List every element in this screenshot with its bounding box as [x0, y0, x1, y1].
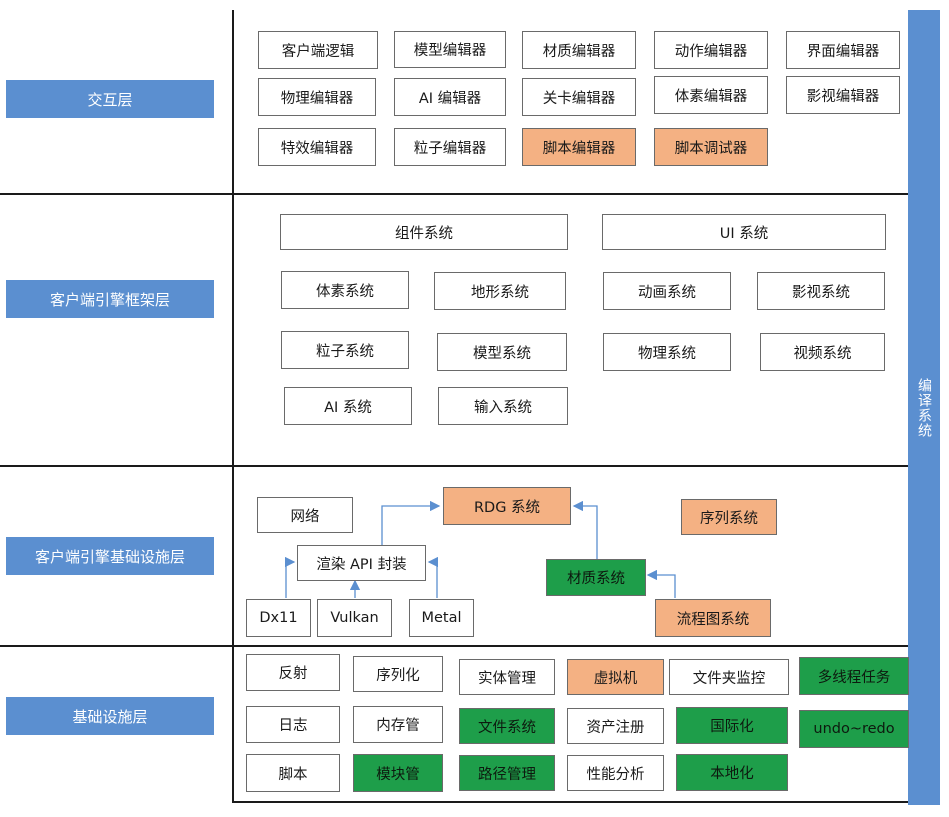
layer-label-infrastructure: 客户端引擎基础设施层 — [6, 537, 214, 575]
box-vfx-editor: 特效编辑器 — [258, 128, 376, 166]
box-film-system: 影视系统 — [757, 272, 885, 310]
box-particle-system: 粒子系统 — [281, 331, 409, 369]
box-model-system: 模型系统 — [437, 333, 567, 371]
box-virtual-machine: 虚拟机 — [567, 659, 664, 695]
box-localization: 本地化 — [676, 754, 788, 791]
box-performance-analysis: 性能分析 — [567, 755, 664, 791]
box-model-editor: 模型编辑器 — [394, 31, 506, 68]
box-vulkan: Vulkan — [317, 599, 392, 637]
arrow-render-to-rdg — [381, 500, 441, 545]
box-film-editor: 影视编辑器 — [786, 76, 900, 114]
box-internationalization: 国际化 — [676, 707, 788, 744]
box-physics-editor: 物理编辑器 — [258, 78, 376, 116]
box-input-system: 输入系统 — [438, 387, 568, 425]
arrow-material-to-rdg — [572, 500, 598, 560]
box-reflection: 反射 — [246, 654, 340, 691]
box-memory-management: 内存管 — [353, 706, 443, 743]
box-script: 脚本 — [246, 754, 340, 792]
box-logging: 日志 — [246, 706, 340, 743]
content-left-border — [232, 10, 234, 802]
layer-label-base: 基础设施层 — [6, 697, 214, 735]
box-client-logic: 客户端逻辑 — [258, 31, 378, 69]
box-asset-registry: 资产注册 — [567, 708, 664, 744]
box-serialization: 序列化 — [353, 656, 443, 692]
box-video-system: 视频系统 — [760, 333, 885, 371]
compile-system-bar: 编译系统 — [908, 10, 940, 805]
box-file-system: 文件系统 — [459, 708, 555, 744]
box-folder-monitor: 文件夹监控 — [669, 659, 789, 695]
box-dx11: Dx11 — [246, 599, 311, 637]
box-physics-system: 物理系统 — [603, 333, 731, 371]
box-metal: Metal — [409, 599, 474, 637]
box-ui-system: UI 系统 — [602, 214, 886, 250]
box-material-editor: 材质编辑器 — [522, 31, 636, 69]
box-voxel-editor: 体素编辑器 — [654, 76, 768, 114]
box-network: 网络 — [257, 497, 353, 533]
box-multithread-task: 多线程任务 — [799, 657, 909, 695]
box-animation-editor: 动作编辑器 — [654, 31, 768, 69]
compile-system-label: 编译系统 — [916, 377, 932, 438]
layer-label-framework: 客户端引擎框架层 — [6, 280, 214, 318]
layer-divider — [0, 645, 908, 647]
box-script-debugger: 脚本调试器 — [654, 128, 768, 166]
box-module-management: 模块管 — [353, 754, 443, 792]
layer-divider — [0, 465, 908, 467]
box-voxel-system: 体素系统 — [281, 271, 409, 309]
box-ai-editor: AI 编辑器 — [394, 78, 506, 116]
box-ai-system: AI 系统 — [284, 387, 412, 425]
box-flowgraph-system: 流程图系统 — [655, 599, 771, 637]
box-rdg-system: RDG 系统 — [443, 487, 571, 525]
box-ui-editor: 界面编辑器 — [786, 31, 900, 69]
arrow-flowgraph-to-material — [646, 569, 676, 598]
layer-divider — [0, 193, 908, 195]
box-terrain-system: 地形系统 — [434, 272, 566, 310]
box-sequence-system: 序列系统 — [681, 499, 777, 535]
box-level-editor: 关卡编辑器 — [522, 78, 636, 116]
box-component-system: 组件系统 — [280, 214, 568, 250]
box-script-editor: 脚本编辑器 — [522, 128, 636, 166]
box-render-api: 渲染 API 封装 — [297, 545, 426, 581]
arrow-metal-to-render — [427, 556, 439, 598]
box-material-system: 材质系统 — [546, 559, 646, 596]
arrow-dx11-to-render — [284, 556, 296, 598]
box-particle-editor: 粒子编辑器 — [394, 128, 506, 166]
content-bottom-border — [232, 801, 908, 803]
box-animation-system: 动画系统 — [603, 272, 731, 310]
layer-label-interaction: 交互层 — [6, 80, 214, 118]
box-undo-redo: undo~redo — [799, 710, 909, 748]
box-entity-management: 实体管理 — [459, 659, 555, 695]
box-path-management: 路径管理 — [459, 755, 555, 791]
